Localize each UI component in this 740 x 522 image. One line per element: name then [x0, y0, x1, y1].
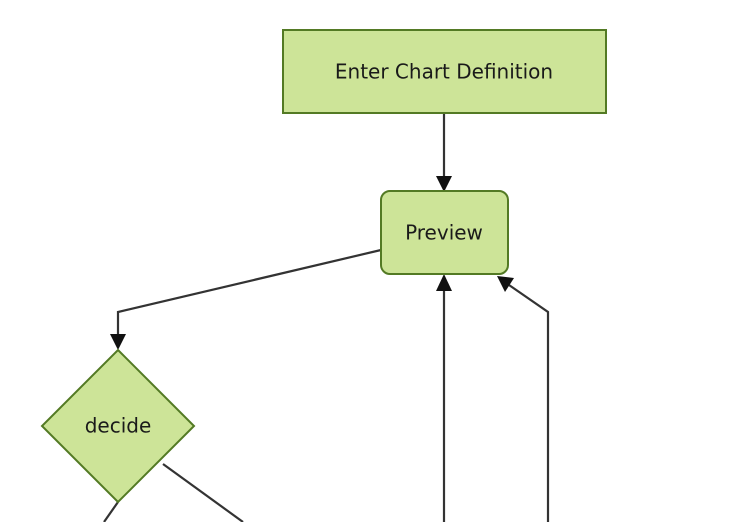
node-layer: Enter Chart Definition Preview decide: [40, 29, 607, 504]
edge-bottom-right-to-preview[interactable]: [497, 276, 550, 522]
node-decide[interactable]: decide: [40, 348, 196, 504]
edge-line: [116, 248, 382, 341]
edge-preview-to-decide[interactable]: [110, 248, 382, 350]
arrowhead-icon: [436, 274, 452, 291]
edge-line: [162, 463, 244, 522]
edge-line: [508, 284, 550, 522]
edge-line: [103, 501, 119, 522]
edge-decide-bottom-right-offscreen[interactable]: [162, 463, 244, 522]
edge-bottom-center-to-preview[interactable]: [436, 274, 452, 522]
arrowhead-icon: [110, 334, 126, 350]
arrowhead-icon: [497, 276, 514, 292]
node-rounded-rectangle: [380, 190, 509, 275]
node-diamond: [40, 348, 196, 504]
edge-enter-to-preview[interactable]: [436, 113, 452, 192]
arrowhead-icon: [436, 176, 452, 192]
node-preview[interactable]: Preview: [380, 190, 509, 275]
edge-decide-bottom-left-offscreen[interactable]: [103, 501, 119, 522]
node-enter-chart-definition[interactable]: Enter Chart Definition: [282, 29, 607, 114]
node-rectangle: [282, 29, 607, 114]
edge-layer: [103, 113, 550, 522]
